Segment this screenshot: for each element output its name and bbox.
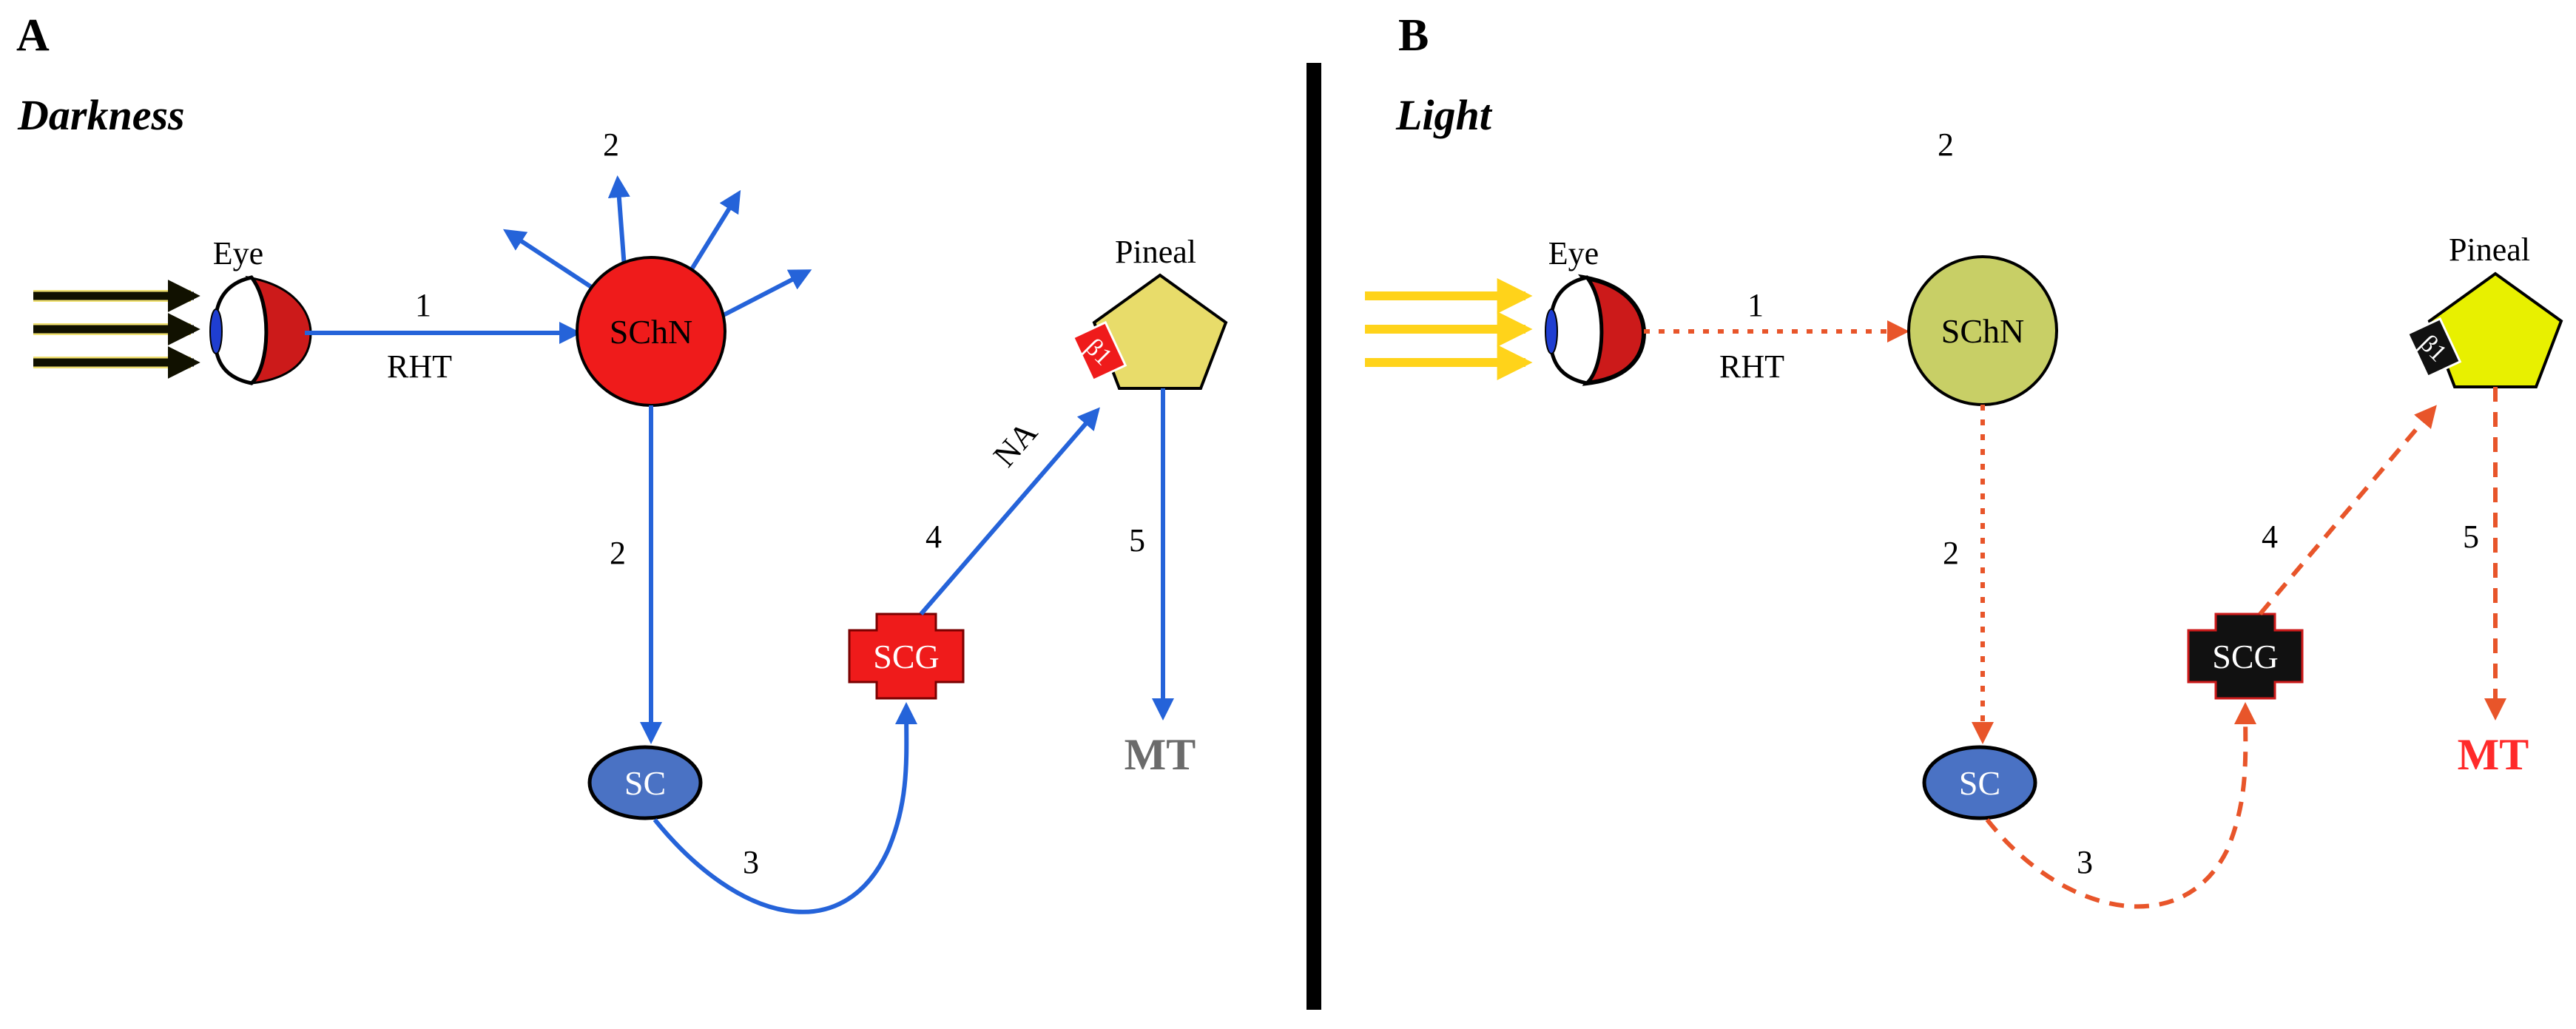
mt-label: MT [2458, 730, 2529, 779]
schn-label: SChN [1941, 312, 2024, 350]
panel-b: B Light Eye 1 RHT 2 SChN 2 SC 3 [1365, 10, 2563, 909]
panel-a-condition: Darkness [17, 91, 185, 139]
step-5-label: 5 [2463, 519, 2479, 555]
step-2-top-label: 2 [1938, 126, 1954, 163]
eye-label: Eye [213, 235, 263, 271]
step-4-label: 4 [925, 519, 942, 555]
sc-node [1922, 745, 2037, 820]
step-2-top-label: 2 [603, 126, 619, 163]
panel-a: A Darkness Eye 1 RHT 2 [16, 10, 1228, 914]
scg-node [2187, 613, 2304, 700]
panel-b-letter: B [1398, 10, 1429, 61]
mt-label: MT [1125, 730, 1196, 779]
light-input-arrows [33, 280, 200, 379]
light-input-arrows [1365, 278, 1533, 380]
sc-node [587, 745, 703, 820]
scg-to-pineal-arrow [919, 407, 1100, 615]
rht-label: RHT [1719, 348, 1784, 385]
step-4-label: 4 [2262, 519, 2278, 555]
scg-label: SCG [873, 638, 939, 675]
step-5-label: 5 [1129, 522, 1145, 559]
step-1-label: 1 [415, 287, 431, 323]
sc-label: SC [1959, 764, 2000, 802]
pineal-label: Pineal [2449, 232, 2530, 268]
rht-label: RHT [387, 348, 452, 385]
scg-label: SCG [2212, 638, 2278, 675]
eye-icon [1545, 274, 1647, 386]
eye-label: Eye [1548, 235, 1599, 271]
eye-icon [209, 275, 312, 385]
step-2-label: 2 [1943, 535, 1959, 571]
step-2-label: 2 [610, 535, 626, 571]
panel-a-letter: A [16, 10, 50, 61]
scg-node [848, 613, 965, 700]
panel-divider [1306, 63, 1321, 1010]
step-3-label: 3 [743, 844, 759, 880]
schn-label: SChN [610, 313, 692, 351]
sc-to-scg-arrow [653, 702, 918, 914]
panel-b-condition: Light [1395, 91, 1493, 139]
pineal-node [2427, 271, 2563, 388]
beta1-receptor: β1 [2406, 317, 2462, 379]
sc-label: SC [624, 764, 666, 802]
step-3-label: 3 [2077, 844, 2093, 880]
na-label: NA [986, 414, 1045, 473]
pineal-label: Pineal [1115, 234, 1196, 270]
beta1-receptor: β1 [1071, 320, 1127, 382]
schn-output-arrows [502, 175, 812, 320]
step-1-label: 1 [1747, 287, 1764, 323]
scg-to-pineal-arrow [2258, 405, 2437, 615]
pineal-node [1092, 273, 1228, 390]
sc-to-scg-arrow [1985, 702, 2257, 909]
